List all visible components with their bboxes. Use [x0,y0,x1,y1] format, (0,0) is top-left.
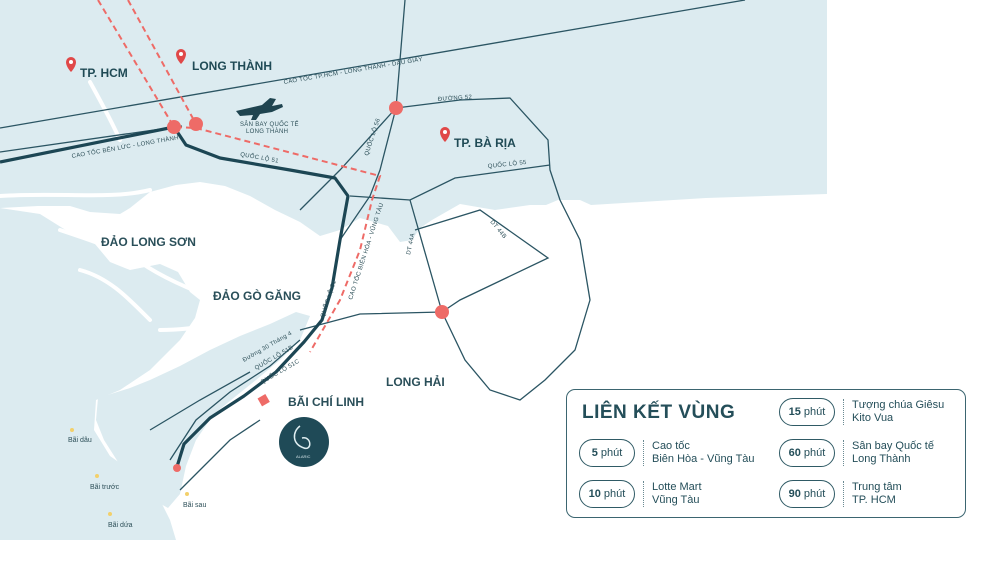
project-marker [257,394,270,407]
link-desc: Sân bay Quốc tế Long Thành [852,440,934,465]
link-desc: Tượng chúa Giêsu Kito Vua [852,399,945,424]
beach-label-bai-sau: Bãi sau [183,502,206,509]
city-label-ba-ria: TP. BÀ RỊA [454,135,516,150]
river-channels [0,80,392,342]
beach-label-bai-dau: Bãi dâu [68,437,92,444]
island-label-go-gang: ĐẢO GÒ GĂNG [213,288,301,303]
airplane-icon [236,98,283,120]
beach-dots [70,428,189,516]
main-highway [0,125,350,471]
link-desc: Cao tốc Biên Hòa - Vũng Tàu [652,440,755,465]
airport-label-line1: SÂN BAY QUỐC TẾ [240,121,299,128]
island-label-bai-chi-linh: BÃI CHÍ LINH [288,394,364,409]
interchange-long-thanh [189,117,203,131]
interchange-dt44a [435,305,449,319]
link-desc: Lotte Mart Vũng Tàu [652,481,702,506]
endpoint-vung-tau [173,464,181,472]
land-south [180,284,580,510]
card-title: LIÊN KẾT VÙNG [582,402,736,423]
city-label-long-thanh: LONG THÀNH [192,58,272,73]
water-mid [0,208,200,540]
road-label-ql55: QUỐC LỘ 55 [487,159,527,170]
interchange-ql56 [389,101,403,115]
road-label-dt44a: DT 44A [406,233,416,256]
beach-label-bai-truoc: Bãi trước [90,484,120,491]
map-pin-icon [66,49,450,142]
airport-label-line2: LONG THÀNH [246,128,288,135]
water-area [0,0,827,242]
island-label-long-hai: LONG HẢI [386,374,445,389]
link-desc: Trung tâm TP. HCM [852,481,902,506]
vung-tau-peninsula [96,312,310,508]
road-label-duong52: ĐƯỜNG 52 [438,94,473,103]
svg-text:ALARIC: ALARIC [296,454,311,459]
project-logo: ALARIC [279,417,329,467]
interchange-hcm [167,120,181,134]
beach-label-bai-dua: Bãi dứa [108,522,133,529]
island-label-long-son: ĐẢO LONG SƠN [101,234,196,249]
city-label-tp-hcm: TP. HCM [80,66,128,80]
